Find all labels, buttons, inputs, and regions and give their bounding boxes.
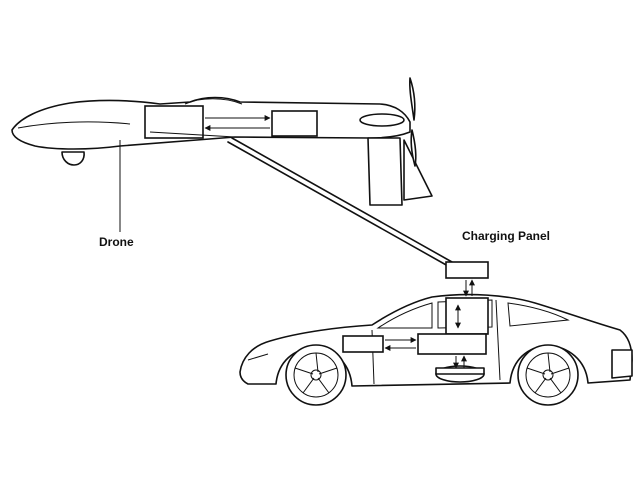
car-headlight [247,353,269,361]
car-rear-bumper [611,349,633,379]
cabin-converter-box [445,297,489,335]
drone-canopy-line [17,121,131,129]
tether-line-1 [231,137,453,263]
drone-dome [184,98,243,105]
drone-sensor-ball [61,151,85,166]
drone-tail-fin [367,137,403,206]
tether-line-2 [227,141,449,267]
drone-propeller-bottom [410,129,417,167]
car-door-line [495,299,501,381]
drone-wing-root [149,131,236,138]
drone-fuselage [11,96,411,150]
drone-intake [359,113,405,127]
car-battery-box [417,333,487,355]
drone-rear-stabilizer [403,139,433,201]
drone-label: Drone [99,235,134,249]
car-controller-box [342,335,384,353]
drone-battery-box [271,110,318,137]
front-wheel [285,344,347,406]
charging-panel-label: Charging Panel [462,229,551,243]
car-rear-window [507,302,570,327]
drone [11,77,433,206]
charging-panel [445,261,489,279]
rear-wheel [517,344,579,406]
car-windshield [376,302,433,329]
car [239,261,633,406]
drone-propeller-top [409,77,416,121]
car-motor-top [435,367,485,375]
